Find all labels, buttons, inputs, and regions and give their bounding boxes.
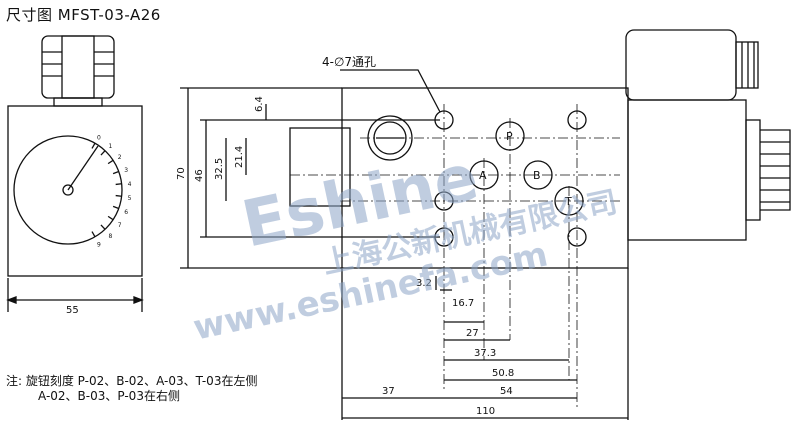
solenoid-coil xyxy=(627,99,747,241)
dim-32-5: 32.5 xyxy=(214,158,225,180)
dim-16-7: 16.7 xyxy=(452,298,474,309)
dial-tick xyxy=(91,142,96,149)
dial-tick xyxy=(112,205,119,210)
dim-3-2: 3.2 xyxy=(416,278,432,289)
dial-tick xyxy=(115,194,122,197)
dim-21-4: 21.4 xyxy=(234,146,245,168)
dim-27: 27 xyxy=(466,328,479,339)
dial-tick xyxy=(100,150,106,156)
dial-tick xyxy=(91,231,96,238)
dial-tick-label: 1 xyxy=(109,143,113,150)
plug-connector xyxy=(625,29,737,101)
dim-37-3: 37.3 xyxy=(474,348,496,359)
manual-override xyxy=(289,127,351,207)
dim-46: 46 xyxy=(194,169,205,182)
valve-side-view xyxy=(7,105,143,277)
dim-6-4: 6.4 xyxy=(254,96,265,112)
mount-hole xyxy=(567,227,587,247)
dial-tick xyxy=(115,183,122,186)
dim-50-8: 50.8 xyxy=(492,368,514,379)
dim-37: 37 xyxy=(382,386,395,397)
dial-tick-label: 7 xyxy=(118,222,122,229)
coil-connector-top xyxy=(41,35,115,107)
dial-tick-label: 0 xyxy=(97,134,101,141)
dial-tick-label: 2 xyxy=(118,154,122,161)
dial-tick-label: 6 xyxy=(124,209,128,216)
dim-70: 70 xyxy=(176,167,187,180)
port-b-label: B xyxy=(533,169,541,182)
note-line-1: 注: 旋钮刻度 P-02、B-02、A-03、T-03在左侧 xyxy=(6,374,258,388)
note-line-2: A-02、B-03、P-03在右侧 xyxy=(38,389,180,403)
dial-tick-label: 9 xyxy=(97,242,101,249)
dial-tick xyxy=(107,215,114,221)
dial-tick-label: 3 xyxy=(124,167,128,174)
coil-dial xyxy=(13,135,123,245)
dial-tick-label: 4 xyxy=(128,181,132,188)
dial-ticks xyxy=(91,142,122,238)
port-t-label: T xyxy=(564,195,572,208)
dial-tick-label: 8 xyxy=(109,233,113,240)
port-a-label: A xyxy=(479,169,487,182)
dim-55: 55 xyxy=(66,305,79,316)
dial-tick-label: 5 xyxy=(128,195,132,202)
dim-110: 110 xyxy=(476,406,495,417)
dial-tick xyxy=(100,224,106,230)
dial-tick xyxy=(112,170,119,175)
port-p-label: P xyxy=(506,130,513,143)
page-title: 尺寸图 MFST-03-A26 xyxy=(6,6,161,24)
through-hole-callout: 4-∅7通孔 xyxy=(322,55,376,69)
dial-tick xyxy=(107,159,114,165)
dim-54: 54 xyxy=(500,386,513,397)
